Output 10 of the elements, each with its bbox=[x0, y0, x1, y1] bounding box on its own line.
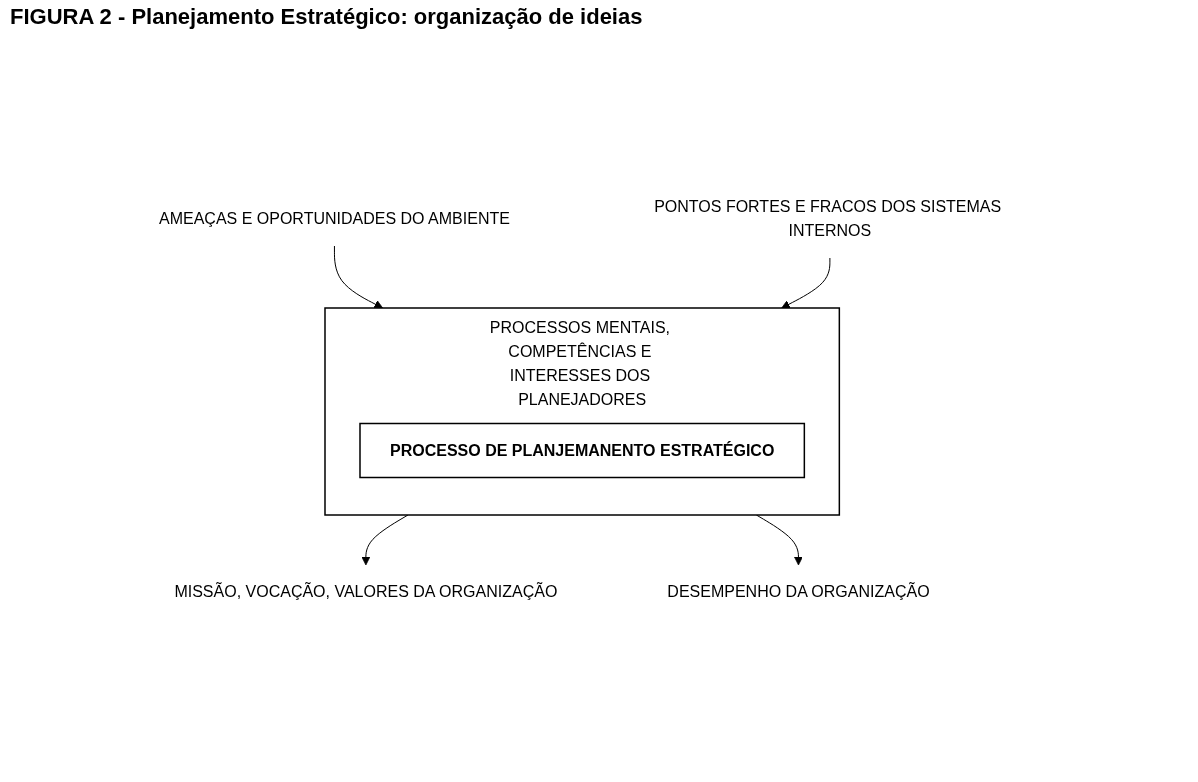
node-box: PROCESSO DE PLANJEMANENTO ESTRATÉGICO bbox=[358, 422, 805, 478]
node-text: DESEMPENHO DA ORGANIZAÇÃO bbox=[666, 582, 930, 600]
arrow bbox=[333, 245, 383, 308]
arrow bbox=[780, 257, 830, 308]
node-text: AMEAÇAS E OPORTUNIDADES DO AMBIENTE bbox=[158, 209, 510, 227]
arrow bbox=[361, 514, 408, 565]
node-text: PONTOS FORTES E FRACOS DOS SISTEMAS INTERNOS bbox=[653, 197, 1001, 239]
arrow bbox=[755, 514, 803, 565]
figure-title: FIGURA 2 - Planejamento Estratégico: organização de ideias bbox=[9, 3, 644, 31]
node-text: MISSÃO, VOCAÇÃO, VALORES DA ORGANIZAÇÃO bbox=[173, 582, 557, 600]
